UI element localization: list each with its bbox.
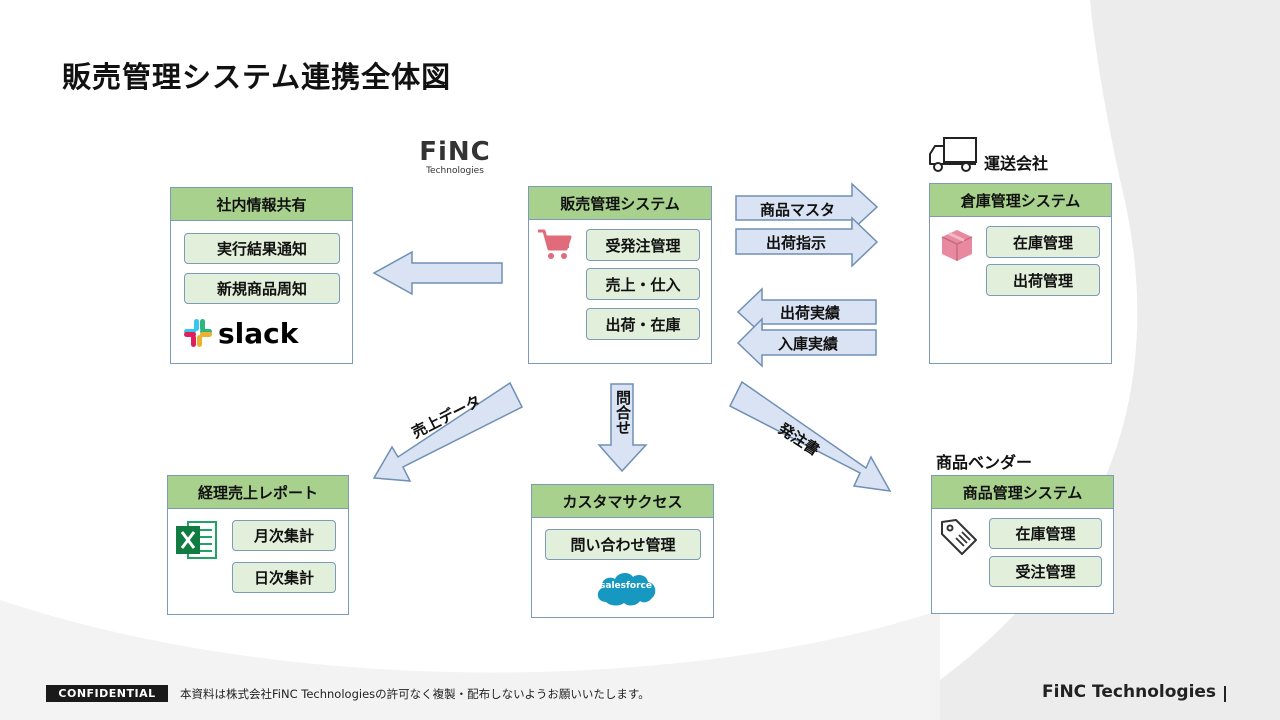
excel-icon: [176, 521, 217, 559]
right-bottom-item-stock: 在庫管理: [989, 518, 1102, 549]
arrow-receiving-result: [736, 317, 877, 368]
confidential-badge: CONFIDENTIAL: [46, 685, 168, 702]
right-top-item-shipping: 出荷管理: [986, 264, 1100, 296]
left-bottom-item-monthly: 月次集計: [232, 520, 336, 551]
finc-logo-name: FiNC: [419, 137, 491, 167]
arrow-product-master: [735, 182, 879, 232]
label-shipping-result: 出荷実績: [780, 304, 841, 322]
salesforce-cloud-icon: [597, 573, 656, 606]
product-system-title: 商品管理システム: [932, 476, 1113, 509]
arrow-to-internal-share: [372, 250, 503, 296]
finc-logo: FiNC Technologies: [414, 138, 496, 176]
slack-wordmark: slack: [218, 316, 299, 350]
confidential-note: 本資料は株式会社FiNC Technologiesの許可なく複製・配布しないよう…: [180, 687, 650, 701]
left-top-item-newproduct: 新規商品周知: [184, 273, 340, 304]
label-inquiry: 問合せ: [614, 390, 632, 435]
center-item-shipping: 出荷・在庫: [586, 308, 700, 340]
left-bottom-item-daily: 日次集計: [232, 562, 336, 593]
shopping-cart-icon: [538, 229, 572, 259]
label-product-master: 商品マスタ: [760, 201, 836, 219]
price-tag-icon: [941, 519, 977, 555]
accounting-report-title: 経理売上レポート: [168, 476, 348, 509]
label-receiving-result: 入庫実績: [778, 335, 839, 353]
arrow-purchase-order: [728, 380, 892, 492]
arrow-shipping-result: [736, 287, 877, 336]
page-title: 販売管理システム連携全体図: [62, 60, 452, 94]
carrier-label: 運送会社: [984, 154, 1049, 173]
truck-icon: [929, 137, 977, 172]
salesforce-wordmark: salesforce: [600, 581, 652, 591]
right-top-item-stock: 在庫管理: [986, 226, 1100, 258]
arrow-shipping-instruction: [735, 216, 879, 268]
internal-share-title: 社内情報共有: [171, 188, 352, 221]
finc-logo-sub: Technologies: [426, 166, 484, 176]
footer-divider: [1224, 686, 1226, 702]
sales-system-title: 販売管理システム: [529, 187, 711, 220]
customer-success-title: カスタマサクセス: [532, 485, 713, 518]
vendor-label: 商品ベンダー: [936, 453, 1033, 472]
salesforce-logo: salesforce: [592, 566, 660, 610]
box-package-icon: [941, 230, 973, 261]
label-shipping-instruction: 出荷指示: [766, 234, 827, 252]
center-item-sales: 売上・仕入: [586, 268, 700, 300]
center-item-orders: 受発注管理: [586, 229, 700, 261]
slack-icon: [184, 319, 212, 347]
warehouse-system-title: 倉庫管理システム: [930, 184, 1111, 217]
slack-logo: slack: [182, 314, 300, 352]
center-bottom-item-inquiry: 問い合わせ管理: [545, 529, 701, 560]
arrow-inquiry: [597, 383, 648, 473]
arrow-sales-data: [372, 381, 524, 482]
right-bottom-item-orders: 受注管理: [989, 556, 1102, 587]
footer-logo: FiNC Technologies: [1042, 682, 1217, 702]
left-top-item-notify: 実行結果通知: [184, 233, 340, 264]
